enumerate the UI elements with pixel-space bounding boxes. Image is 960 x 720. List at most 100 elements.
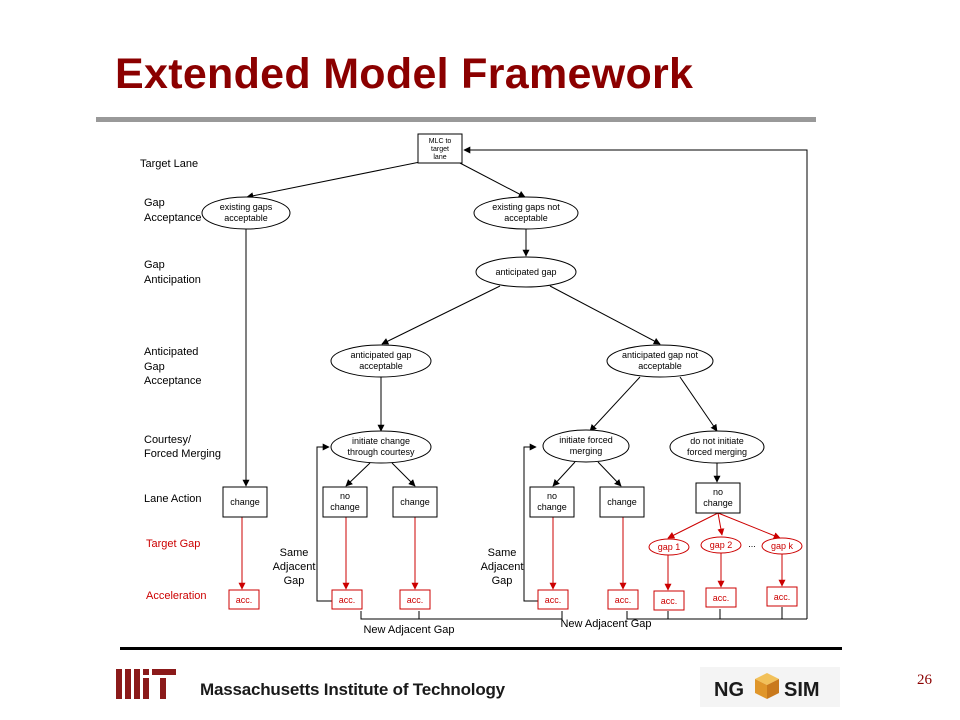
node-gap-k: gap k (761, 537, 803, 555)
level-courtesy-forced-l2: Forced Merging (144, 448, 221, 460)
level-anticipated-gap-acceptance-l1: Anticipated (144, 346, 198, 358)
node-no-change-3-l1: no (713, 487, 723, 497)
same-adjacent-gap-1-l2: Adjacent (273, 561, 316, 573)
node-no-change-1: no change (322, 486, 368, 518)
slide-title: Extended Model Framework (115, 50, 694, 98)
new-adjacent-gap-label-1: New Adjacent Gap (363, 624, 454, 636)
edge-red-to-gapk (717, 512, 781, 539)
new-adjacent-gap-label-2: New Adjacent Gap (560, 618, 651, 630)
node-change-2: change (392, 486, 438, 518)
node-mlc-target-lane: MLC to target lane (417, 133, 463, 164)
node-acc-8: acc. (766, 586, 798, 607)
node-gap-2-label: gap 2 (710, 540, 733, 550)
page-number: 26 (917, 672, 932, 688)
institution-name: Massachusetts Institute of Technology (200, 680, 505, 699)
node-acc-2-label: acc. (339, 595, 356, 605)
node-existing-not-l2: acceptable (504, 213, 548, 223)
node-existing-gaps-acceptable: existing gaps acceptable (201, 196, 291, 230)
node-anticipated-gap-label: anticipated gap (495, 267, 556, 277)
edge-courtesy-to-change (391, 462, 416, 487)
node-ant-acc-l2: acceptable (359, 361, 403, 371)
node-root-line1: MLC to (429, 138, 452, 145)
node-do-not-initiate-forced: do not initiate forced merging (669, 430, 765, 464)
level-gap-acceptance-l2: Acceptance (144, 212, 201, 224)
node-existing-not-l1: existing gaps not (492, 202, 560, 212)
level-lane-action: Lane Action (144, 493, 202, 505)
node-anticipated-gap: anticipated gap (475, 256, 577, 288)
level-anticipated-gap-acceptance-l2: Gap (144, 361, 165, 373)
ngsim-logo-icon: NG SIM (700, 667, 840, 707)
node-gap-1: gap 1 (648, 538, 690, 556)
same-adjacent-gap-1-l3: Gap (284, 575, 305, 587)
level-gap-acceptance-l1: Gap (144, 197, 165, 209)
level-anticipated-gap-acceptance-l3: Acceptance (144, 375, 201, 387)
node-no-change-1-l2: change (330, 502, 360, 512)
edge-courtesy-to-no-change (345, 462, 371, 487)
mit-logo-icon (116, 669, 176, 699)
same-adjacent-gap-2-l1: Same (488, 547, 517, 559)
node-acc-7: acc. (705, 587, 737, 608)
ngsim-logo-left-text: NG (714, 679, 744, 701)
node-root-line3: lane (433, 154, 446, 161)
node-no-init-l2: forced merging (687, 447, 747, 457)
node-acc-4: acc. (537, 589, 569, 610)
node-no-change-3: no change (695, 482, 741, 514)
node-acc-4-label: acc. (545, 595, 562, 605)
level-gap-anticipation-l1: Gap (144, 259, 165, 271)
node-ant-not-l1: anticipated gap not (622, 350, 699, 360)
node-courtesy-l2: through courtesy (347, 447, 415, 457)
node-acc-7-label: acc. (713, 593, 730, 603)
same-adjacent-gap-2-l3: Gap (492, 575, 513, 587)
level-gap-anticipation-l2: Anticipation (144, 274, 201, 286)
node-acc-2: acc. (331, 589, 363, 610)
edge-anticipated-to-acceptable (381, 285, 501, 345)
same-adjacent-gap-2-l2: Adjacent (481, 561, 524, 573)
node-gap-k-label: gap k (771, 541, 794, 551)
edge-new-adjacent-left (360, 611, 563, 620)
edge-not-to-forced (589, 376, 641, 432)
node-acc-3: acc. (399, 589, 431, 610)
node-existing-acc-l1: existing gaps (220, 202, 273, 212)
node-no-change-2-l2: change (537, 502, 567, 512)
node-acc-1: acc. (228, 589, 260, 610)
edge-not-to-no-initiate (679, 376, 718, 432)
edge-same-adjacent-loop-1 (316, 443, 332, 602)
cube-icon (755, 673, 779, 699)
node-change-1-label: change (230, 497, 260, 507)
edge-forced-to-change (597, 461, 622, 487)
ngsim-logo-right-text: SIM (784, 679, 820, 701)
node-no-change-2-l1: no (547, 491, 557, 501)
edge-return-to-root (463, 146, 808, 619)
level-acceleration: Acceleration (146, 590, 207, 602)
level-target-lane: Target Lane (140, 158, 198, 170)
node-change-1: change (222, 486, 268, 518)
node-forced-l2: merging (570, 446, 603, 456)
edge-red-to-gap2 (717, 512, 725, 536)
edge-new-adjacent-right (626, 611, 807, 620)
node-acc-5-label: acc. (615, 595, 632, 605)
node-change-2-label: change (400, 497, 430, 507)
node-initiate-change-courtesy: initiate change through courtesy (330, 430, 432, 464)
node-acc-6-label: acc. (661, 596, 678, 606)
edge-forced-to-no-change (552, 461, 576, 487)
node-no-change-2: no change (529, 486, 575, 518)
node-acc-5: acc. (607, 589, 639, 610)
node-gap-1-label: gap 1 (658, 542, 681, 552)
node-acc-3-label: acc. (407, 595, 424, 605)
node-forced-l1: initiate forced (559, 435, 613, 445)
node-existing-gaps-not-acceptable: existing gaps not acceptable (473, 196, 579, 230)
title-divider (96, 117, 816, 122)
node-existing-acc-l2: acceptable (224, 213, 268, 223)
node-initiate-forced-merging: initiate forced merging (542, 429, 630, 463)
node-acc-8-label: acc. (774, 592, 791, 602)
node-ant-acc-l1: anticipated gap (350, 350, 411, 360)
node-no-change-3-l2: change (703, 498, 733, 508)
node-ant-not-l2: acceptable (638, 361, 682, 371)
footer-divider (120, 647, 842, 650)
same-adjacent-gap-1-l1: Same (280, 547, 309, 559)
node-anticipated-gap-not-acceptable: anticipated gap not acceptable (606, 344, 714, 378)
node-no-change-1-l1: no (340, 491, 350, 501)
edge-root-to-existing-acceptable (246, 161, 421, 200)
node-acc-1-label: acc. (236, 595, 253, 605)
